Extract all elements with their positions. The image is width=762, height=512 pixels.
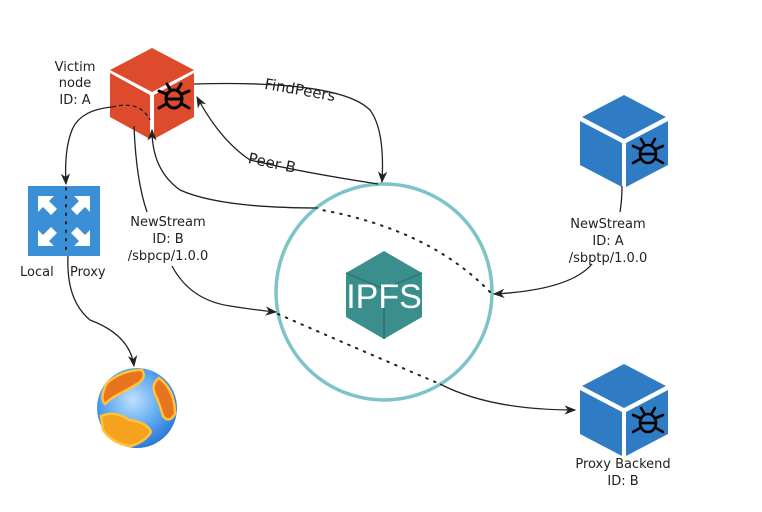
- peer-a-label-line3: /sbptp/1.0.0: [569, 251, 647, 266]
- newstream-b-line1: NewStream: [130, 215, 205, 230]
- victim-label-line3: ID: A: [59, 93, 90, 108]
- peer-a-label-line2: ID: A: [592, 234, 623, 249]
- victim-node-cube[interactable]: [110, 48, 194, 139]
- ipfs-label: IPFS: [346, 278, 422, 316]
- globe-icon: [97, 368, 177, 448]
- edge-find-peers: [193, 82, 388, 184]
- edge-victim-to-proxy: [60, 106, 113, 186]
- edge-ipfs-route-b: [277, 313, 441, 385]
- edge-newstream-a: [492, 263, 593, 299]
- bug-icon: [157, 82, 191, 110]
- proxy-backend-cube[interactable]: [580, 364, 668, 456]
- ipfs-cube-icon: [345, 251, 423, 339]
- edge-label-peer-b: Peer B: [247, 149, 298, 177]
- peer-a-cube[interactable]: [580, 95, 668, 187]
- peer-a-label-line1: NewStream: [570, 217, 645, 232]
- ipfs-network-ring: [274, 182, 494, 402]
- edge-label-find-peers: FindPeers: [263, 75, 337, 105]
- edge-proxy-to-internet: [67, 255, 138, 368]
- edge-stream-reply: [147, 128, 319, 209]
- edge-newstream-b: [171, 265, 278, 316]
- bug-icon: [631, 406, 665, 434]
- bug-icon: [631, 137, 665, 165]
- newstream-b-line3: /sbpcp/1.0.0: [128, 249, 209, 264]
- local-proxy-label-left: Local: [20, 265, 54, 280]
- edge-newstream-b-upper: [133, 125, 148, 213]
- local-proxy-icon[interactable]: [28, 186, 100, 256]
- edge-peer-b: [196, 95, 379, 185]
- edge-internal-victim: [111, 104, 151, 121]
- proxy-backend-label-line1: Proxy Backend: [575, 457, 670, 472]
- edge-to-proxy-backend: [439, 383, 577, 415]
- victim-label-line2: node: [59, 76, 91, 91]
- edge-peer-a-upper: [619, 185, 623, 213]
- newstream-b-line2: ID: B: [152, 232, 183, 247]
- victim-label-line1: Victim: [55, 60, 96, 75]
- local-proxy-label-right: Proxy: [70, 265, 106, 280]
- proxy-backend-label-line2: ID: B: [607, 474, 638, 489]
